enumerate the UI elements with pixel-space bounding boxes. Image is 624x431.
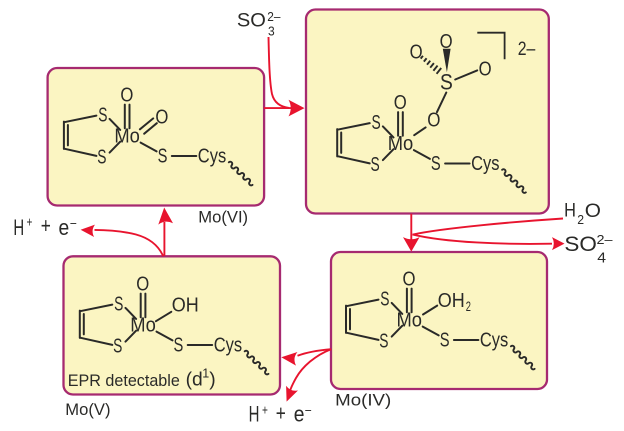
svg-text:O: O xyxy=(394,92,407,114)
svg-text:Cys: Cys xyxy=(198,146,226,168)
svg-text:1: 1 xyxy=(202,367,209,381)
svg-text:O: O xyxy=(479,58,492,80)
svg-text:Mo: Mo xyxy=(397,309,423,331)
svg-text:Mo: Mo xyxy=(388,133,414,155)
svg-text:SO: SO xyxy=(564,232,597,256)
svg-text:O: O xyxy=(155,107,168,129)
svg-text:Cys: Cys xyxy=(480,330,508,352)
svg-text:): ) xyxy=(209,370,215,391)
svg-text:4: 4 xyxy=(597,251,606,267)
svg-text:Mo(V): Mo(V) xyxy=(65,400,110,419)
svg-text:O: O xyxy=(136,273,149,295)
svg-text:+: + xyxy=(276,401,286,426)
svg-text:O: O xyxy=(440,31,453,53)
svg-text:Cys: Cys xyxy=(214,335,242,357)
svg-text:O: O xyxy=(410,41,423,63)
svg-text:S: S xyxy=(431,153,441,175)
svg-text:O: O xyxy=(120,84,133,106)
svg-text:O: O xyxy=(585,200,601,222)
svg-text:2–: 2– xyxy=(518,39,536,60)
svg-text:OH: OH xyxy=(438,290,465,312)
svg-text:S: S xyxy=(174,335,184,357)
svg-text:+: + xyxy=(262,401,268,417)
svg-text:Mo: Mo xyxy=(130,314,155,336)
svg-text:2–: 2– xyxy=(267,10,280,24)
svg-text:S: S xyxy=(158,146,168,168)
svg-text:S: S xyxy=(113,335,122,357)
svg-text:S: S xyxy=(380,289,389,311)
svg-text:Cys: Cys xyxy=(471,153,499,175)
svg-text:+: + xyxy=(27,214,33,230)
svg-text:S: S xyxy=(372,112,381,134)
svg-text:–: – xyxy=(70,214,76,230)
svg-text:Mo(IV): Mo(IV) xyxy=(335,390,391,409)
svg-text:S: S xyxy=(97,146,106,168)
svg-text:3: 3 xyxy=(268,24,275,38)
svg-text:2: 2 xyxy=(466,299,471,314)
svg-text:2–: 2– xyxy=(597,232,614,247)
svg-text:S: S xyxy=(114,294,123,316)
svg-text:S: S xyxy=(371,154,380,176)
svg-text:2: 2 xyxy=(577,212,584,227)
svg-text:–: – xyxy=(305,401,311,417)
svg-text:O: O xyxy=(427,109,440,131)
svg-text:Mo: Mo xyxy=(114,125,139,147)
svg-text:H: H xyxy=(13,215,24,240)
svg-text:OH: OH xyxy=(172,294,199,316)
svg-text:EPR detectable: EPR detectable xyxy=(68,372,180,390)
svg-text:Mo(VI): Mo(VI) xyxy=(198,208,248,227)
svg-text:S: S xyxy=(98,105,107,127)
svg-text:S: S xyxy=(440,70,453,95)
svg-text:(d: (d xyxy=(186,370,203,391)
svg-text:+: + xyxy=(41,213,51,238)
svg-text:O: O xyxy=(403,268,416,290)
svg-text:S: S xyxy=(379,330,388,352)
svg-text:H: H xyxy=(564,200,576,222)
svg-text:H: H xyxy=(249,401,260,426)
svg-text:e: e xyxy=(294,401,305,426)
svg-text:SO: SO xyxy=(237,10,266,31)
svg-text:e: e xyxy=(59,215,70,240)
svg-text:S: S xyxy=(440,330,450,352)
